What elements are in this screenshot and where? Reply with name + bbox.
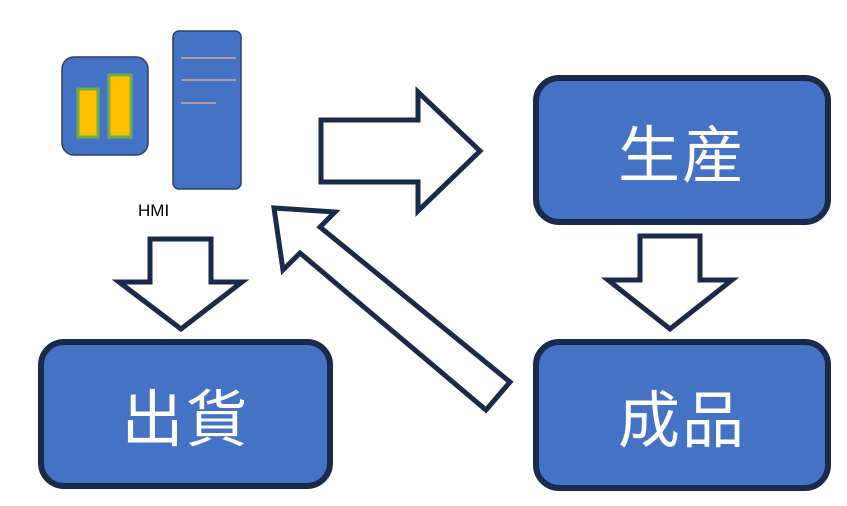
hmi-bar-1 bbox=[76, 87, 100, 139]
shipping-label: 出貨 bbox=[121, 383, 250, 456]
production-label: 生産 bbox=[617, 119, 746, 192]
hmi-list-panel bbox=[172, 30, 242, 190]
hmi-icon bbox=[61, 30, 242, 190]
arrow-down-to-shipping bbox=[111, 236, 250, 333]
finished-goods-box: 成品 bbox=[533, 339, 831, 491]
arrow-right-to-production bbox=[318, 86, 484, 217]
hmi-chart-panel bbox=[61, 56, 149, 156]
finished-goods-label: 成品 bbox=[617, 384, 746, 457]
arrow-down-to-finished-goods bbox=[600, 233, 740, 333]
hmi-label: HMI bbox=[138, 201, 170, 220]
hmi-bar-2 bbox=[107, 73, 133, 139]
shipping-box: 出貨 bbox=[38, 339, 333, 489]
production-box: 生産 bbox=[533, 75, 831, 225]
arrow-diagonal-to-hmi bbox=[271, 205, 514, 414]
